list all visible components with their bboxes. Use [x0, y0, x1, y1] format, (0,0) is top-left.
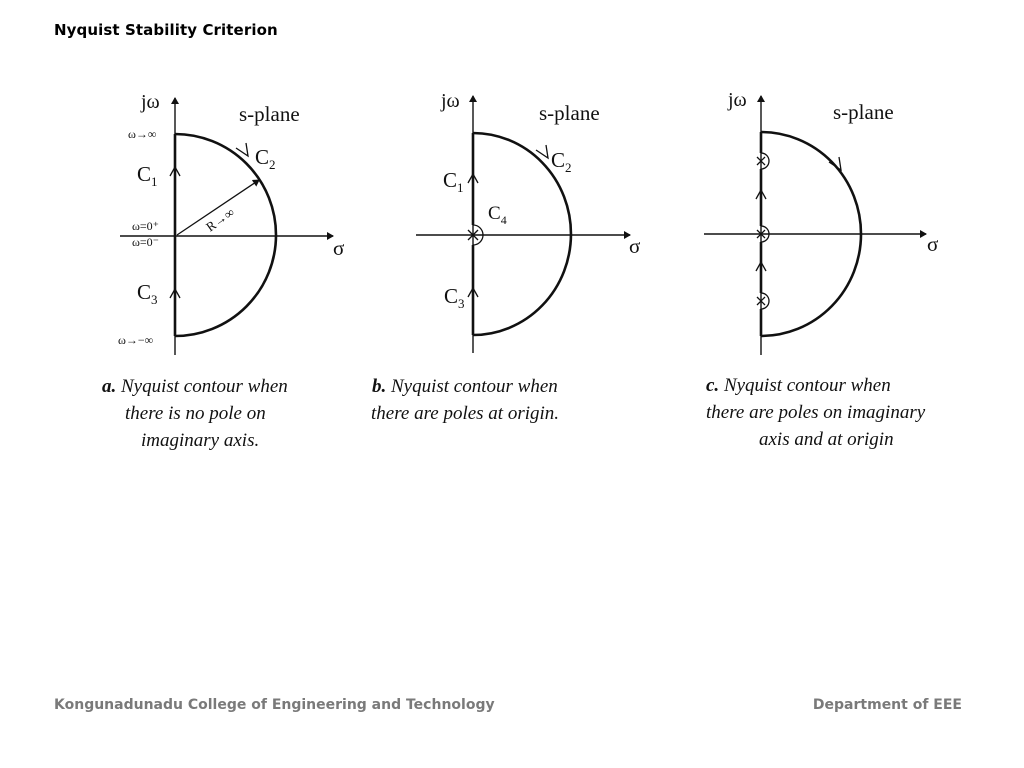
- omega-0minus-label: ω=0⁻: [132, 235, 159, 249]
- arrow-c3-b: [467, 286, 479, 298]
- pole-origin-b: [467, 229, 479, 241]
- omega-ninf-label: ω→−∞: [118, 333, 153, 347]
- caption-c: c. Nyquist contour when: [706, 375, 891, 396]
- arrow-c2-b: [535, 144, 549, 160]
- real-axis-label-c: σ: [927, 232, 938, 256]
- s-plane-label-c: s-plane: [833, 100, 894, 124]
- c2-label-b: C2: [551, 148, 572, 175]
- real-axis-label-a: σ: [333, 236, 344, 260]
- caption-c-line3: axis and at origin: [759, 429, 894, 450]
- arrow-upper-c: [755, 188, 767, 200]
- indent-c4-b: [472, 224, 484, 246]
- imag-axis-label-b: jω: [440, 90, 460, 112]
- slide-title: Nyquist Stability Criterion: [54, 21, 278, 39]
- contour-c: [760, 130, 863, 338]
- contour-a: [174, 132, 278, 338]
- imag-axis-label-a: jω: [140, 91, 160, 113]
- c1-label-a: C1: [137, 162, 158, 189]
- real-axis-label-b: σ: [629, 234, 640, 258]
- s-plane-label-a: s-plane: [239, 102, 300, 126]
- indent-upper-c: [760, 152, 770, 170]
- caption-c-line2: there are poles on imaginary: [706, 402, 926, 423]
- arrow-c2-a: [235, 142, 249, 158]
- pole-upper-c: [756, 156, 766, 166]
- caption-b-line2: there are poles at origin.: [371, 403, 559, 424]
- radius-arrow-a: [176, 179, 260, 236]
- omega-0plus-label: ω=0⁺: [132, 219, 159, 233]
- footer-college: Kongunadunadu College of Engineering and…: [54, 697, 495, 713]
- pole-origin-c: [756, 229, 766, 239]
- diagram-b: jω s-plane σ C1 C2 C3 C4 b. Nyquist cont…: [371, 90, 640, 424]
- omega-inf-label: ω→∞: [128, 127, 156, 141]
- arrow-arc-c: [828, 156, 842, 172]
- contour-b: [472, 131, 573, 337]
- pole-lower-c: [756, 296, 766, 306]
- caption-a: a. Nyquist contour when: [102, 376, 288, 397]
- footer-department: Department of EEE: [812, 697, 962, 713]
- c2-label-a: C2: [255, 145, 276, 172]
- arrow-c3-a: [169, 287, 181, 299]
- s-plane-label-b: s-plane: [539, 101, 600, 125]
- caption-a-line3: imaginary axis.: [141, 430, 259, 451]
- radius-label-a: R→∞: [203, 204, 237, 234]
- indent-origin-c: [760, 225, 770, 243]
- c1-label-b: C1: [443, 168, 464, 195]
- caption-b: b. Nyquist contour when: [372, 376, 558, 397]
- c3-label-a: C3: [137, 280, 158, 307]
- diagram-c: jω s-plane σ c. Nyquist contour when the…: [704, 89, 938, 450]
- arrow-c1-a: [169, 165, 181, 177]
- caption-a-line2: there is no pole on: [125, 403, 266, 424]
- arrow-c1-b: [467, 172, 479, 184]
- imag-axis-label-c: jω: [727, 89, 747, 111]
- c3-label-b: C3: [444, 284, 465, 311]
- c4-label-b: C4: [488, 203, 507, 227]
- arrow-lower-c: [755, 260, 767, 272]
- diagram-a: jω s-plane σ ω→∞ ω→−∞ ω=0⁺ ω=0⁻ C1 C2 C3…: [102, 91, 344, 451]
- indent-lower-c: [760, 292, 770, 310]
